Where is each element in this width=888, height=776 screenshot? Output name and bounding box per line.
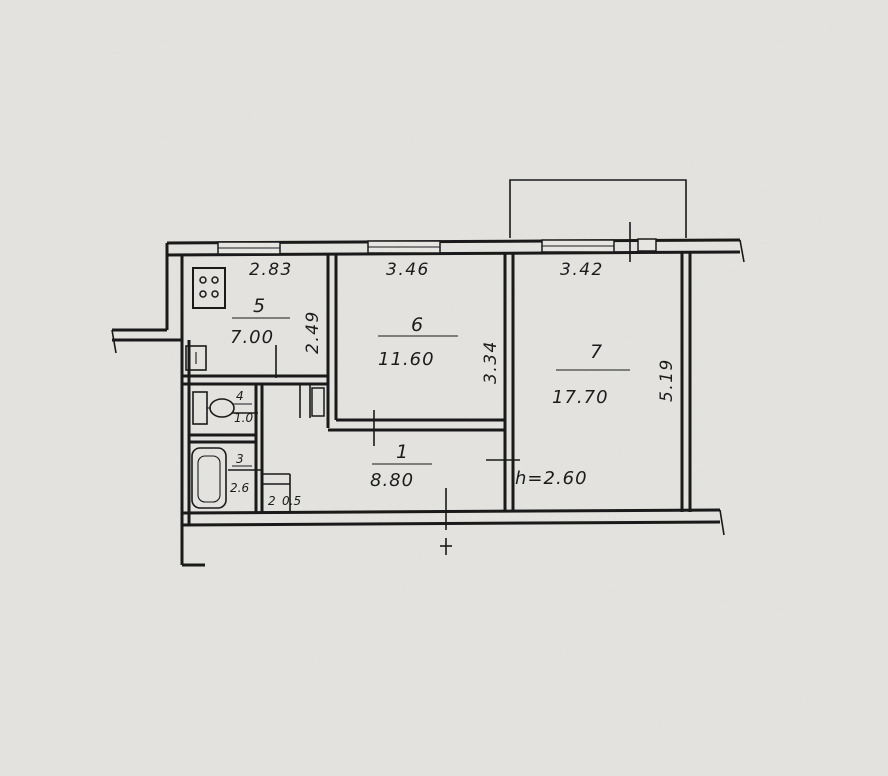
room1-area: 8.80 <box>370 470 414 491</box>
room5-area: 7.00 <box>230 327 274 348</box>
room7-width-label: 3.42 <box>560 260 604 280</box>
room6-width-label: 3.46 <box>386 260 430 280</box>
room5-number: 5 <box>253 295 265 317</box>
room1-number: 1 <box>396 441 408 463</box>
bathtub-icon <box>191 447 227 509</box>
windows <box>217 222 657 262</box>
room6-depth-label: 3.34 <box>481 340 501 384</box>
door-marks <box>228 345 520 555</box>
room6-area: 11.60 <box>378 349 435 370</box>
room2-area: 0.5 <box>282 494 301 508</box>
balcony-outline <box>509 179 687 238</box>
room7-area: 17.70 <box>552 387 609 408</box>
room7-depth-label: 5.19 <box>657 358 677 402</box>
shelf-icon <box>311 387 325 417</box>
stove-icon <box>192 267 226 309</box>
kitchen-depth-label: 2.49 <box>303 310 323 354</box>
kitchen-width-label: 2.83 <box>249 260 293 280</box>
room3-area: 2.6 <box>230 481 249 495</box>
interior-walls <box>182 253 515 513</box>
room2-number: 2 <box>268 494 276 508</box>
room7-number: 7 <box>590 341 602 363</box>
room3-number: 3 <box>236 452 244 466</box>
room6-number: 6 <box>411 314 423 336</box>
ceiling-height-label: h=2.60 <box>515 468 588 489</box>
room4-number: 4 <box>236 389 244 403</box>
toilet-icon <box>192 391 235 425</box>
room4-area: 1.0 <box>234 411 253 425</box>
kitchen-sink-icon <box>185 345 207 371</box>
